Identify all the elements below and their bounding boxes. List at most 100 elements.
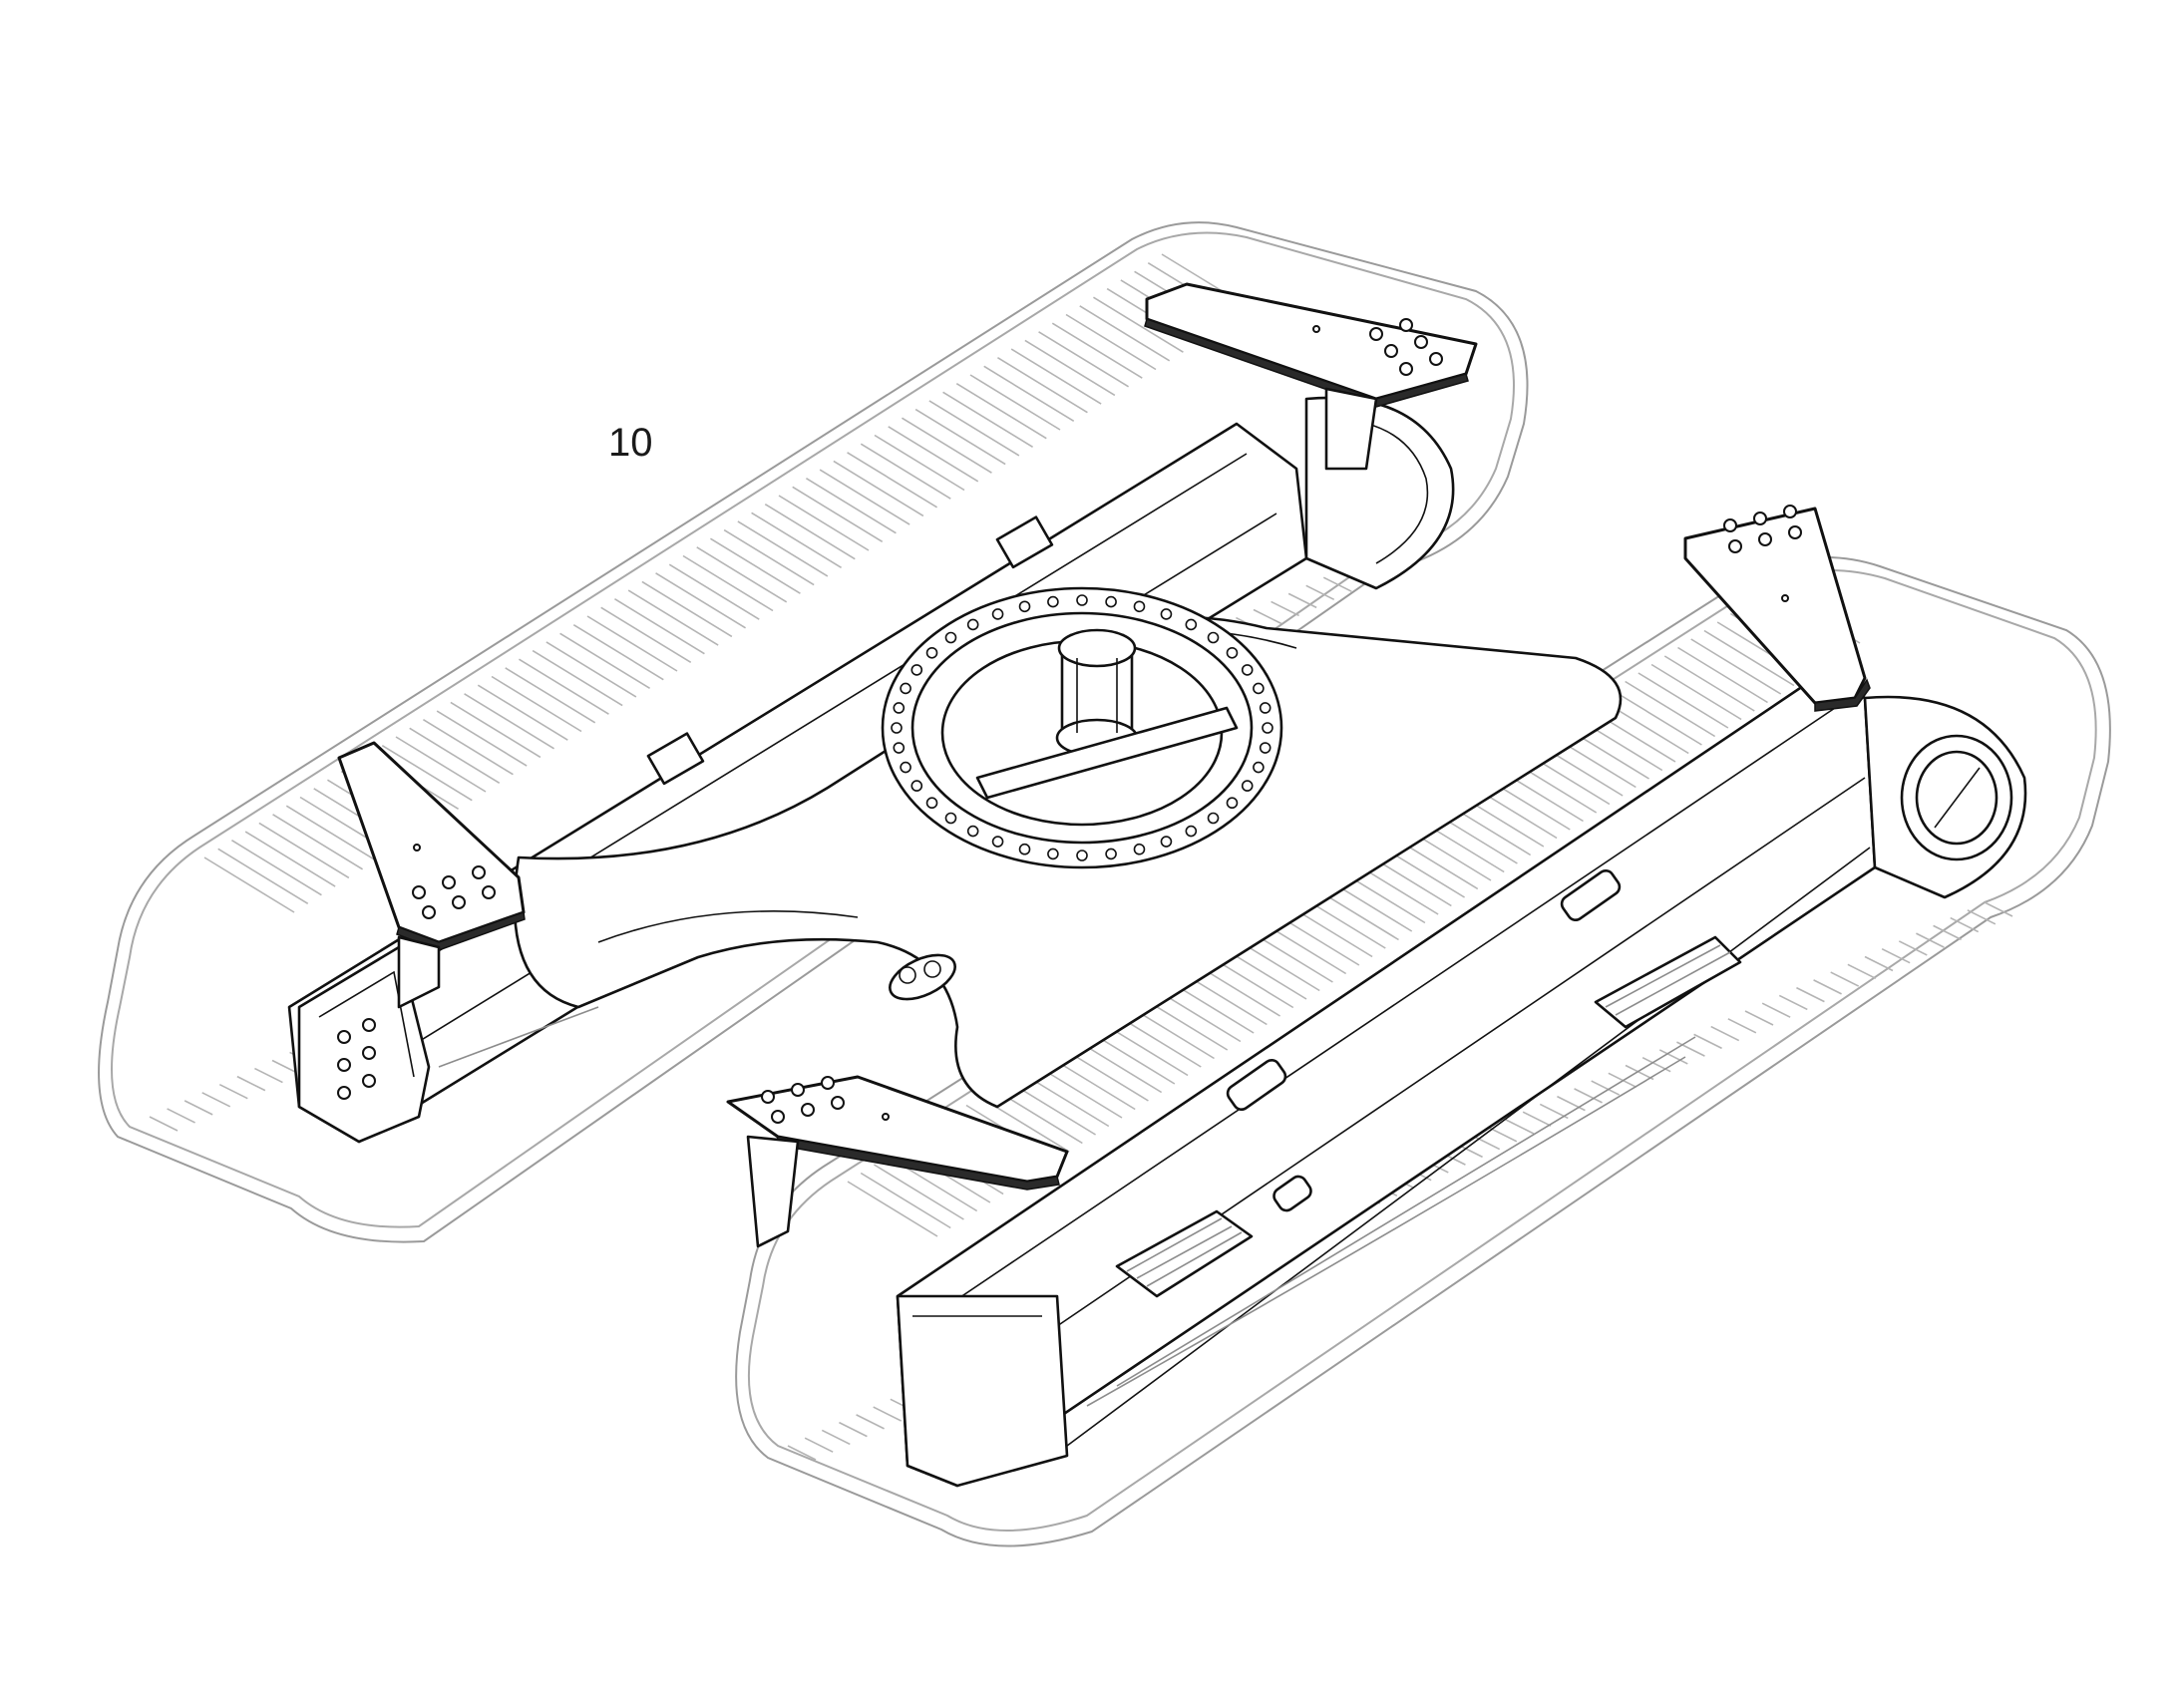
track-shoe — [1847, 963, 1877, 980]
track-shoe — [1079, 305, 1171, 362]
track-shoe — [627, 589, 719, 646]
ring-bolt-hole — [1160, 836, 1173, 848]
ring-bolt-hole — [900, 682, 911, 695]
track-shoe — [167, 1108, 195, 1124]
track-shoe — [888, 426, 979, 483]
track-shoe — [874, 434, 965, 492]
track-shoe — [792, 486, 884, 543]
track-shoe — [381, 744, 473, 802]
track-shoe — [1557, 1095, 1586, 1112]
track-shoe — [860, 443, 951, 500]
ring-bolt-hole — [1047, 595, 1059, 608]
track-shoe — [572, 623, 664, 681]
pad-bolts — [761, 1076, 845, 1124]
ring-bolt-hole — [925, 646, 938, 659]
track-shoe — [1703, 629, 1795, 687]
track-shoe — [641, 580, 733, 638]
track-shoe — [1650, 663, 1742, 721]
ring-bolt-hole — [1226, 797, 1239, 810]
track-shoe — [942, 391, 1033, 448]
track-shoe — [1024, 339, 1116, 397]
ring-bolt-hole — [1160, 608, 1173, 620]
track-shoe — [545, 641, 637, 698]
track-shoe — [1761, 1002, 1791, 1018]
track-shoe — [1778, 994, 1808, 1011]
track-shoe — [1305, 584, 1335, 601]
pad-bolts — [1723, 505, 1802, 553]
ring-bolt-hole — [991, 608, 1004, 620]
track-shoe — [477, 684, 568, 741]
track-shoe — [1488, 1127, 1518, 1143]
track-shoe — [860, 1172, 951, 1229]
track-shoe — [1010, 348, 1102, 405]
mounting-pad-top-rear — [1144, 282, 1478, 471]
ring-bolt-hole — [1076, 594, 1088, 606]
ring-bolt-hole — [925, 797, 938, 810]
track-shoe — [1038, 331, 1129, 388]
track-shoe — [655, 572, 746, 629]
track-shoe — [231, 840, 322, 896]
pad-bolts — [412, 865, 496, 919]
callout-label: 10 — [608, 421, 653, 465]
ring-bolt-hole — [1018, 600, 1031, 613]
track-shoe — [217, 848, 309, 905]
track-shoe — [955, 382, 1047, 440]
track-shoe — [149, 1116, 179, 1132]
ring-bolt-hole — [900, 761, 911, 774]
ring-bolt-hole — [944, 631, 957, 644]
track-shoe — [804, 1437, 834, 1453]
mounting-pad-front — [726, 1075, 1069, 1248]
track-shoe — [450, 701, 542, 759]
track-shoe — [254, 1067, 283, 1084]
ring-bolt-hole — [966, 618, 979, 631]
track-rollers — [438, 1006, 1696, 1407]
track-shoe — [1612, 689, 1702, 746]
track-shoe — [1625, 1064, 1654, 1081]
track-shoe — [464, 693, 554, 750]
ring-bolt-hole — [1259, 702, 1272, 714]
track-shoe — [1898, 940, 1928, 956]
track-shoe — [1984, 901, 2013, 917]
track-shoe — [1658, 1049, 1688, 1065]
track-shoe — [1744, 1010, 1774, 1026]
right-side-frame — [896, 676, 2027, 1488]
track-shoe — [839, 1421, 868, 1438]
track-shoe — [1933, 924, 1962, 941]
track-shoe — [1916, 932, 1945, 948]
ring-bolt-hole — [1207, 631, 1220, 644]
ring-bolt-hole — [891, 722, 903, 734]
track-shoe — [856, 1414, 885, 1430]
track-shoe — [614, 598, 705, 655]
track-shoe — [1271, 600, 1299, 617]
track-shoe — [983, 365, 1075, 423]
track-shoe — [806, 478, 897, 534]
track-shoe — [710, 537, 801, 594]
track-shoe — [491, 675, 582, 733]
swing-ring — [881, 586, 1283, 869]
track-shoe — [1690, 638, 1782, 695]
swing-ring-bolt-holes — [891, 594, 1273, 861]
left-frame-end — [297, 945, 431, 1144]
ring-bolt-hole — [1262, 722, 1273, 734]
pad-bolts — [1369, 318, 1443, 376]
ring-bolt-hole — [1185, 825, 1198, 838]
track-shoe — [1625, 680, 1716, 738]
track-shoe — [821, 1429, 851, 1446]
track-shoe — [1522, 1111, 1552, 1127]
ring-bolt-hole — [1076, 850, 1088, 861]
ring-bolt-hole — [1018, 843, 1031, 855]
ring-bolt-hole — [1185, 618, 1198, 631]
track-shoe — [1471, 1134, 1501, 1151]
track-shoe — [902, 417, 992, 474]
track-shoe — [1322, 576, 1352, 592]
track-shoe — [272, 814, 363, 870]
track-shoe — [1677, 646, 1768, 704]
track-shoe — [409, 727, 501, 785]
track-shoe — [874, 1164, 964, 1220]
track-shoe — [1574, 1088, 1603, 1104]
track-shoe — [1830, 971, 1860, 987]
track-shoe — [1051, 322, 1143, 379]
track-shoe — [1663, 655, 1755, 712]
track-shoe — [1693, 1033, 1722, 1050]
